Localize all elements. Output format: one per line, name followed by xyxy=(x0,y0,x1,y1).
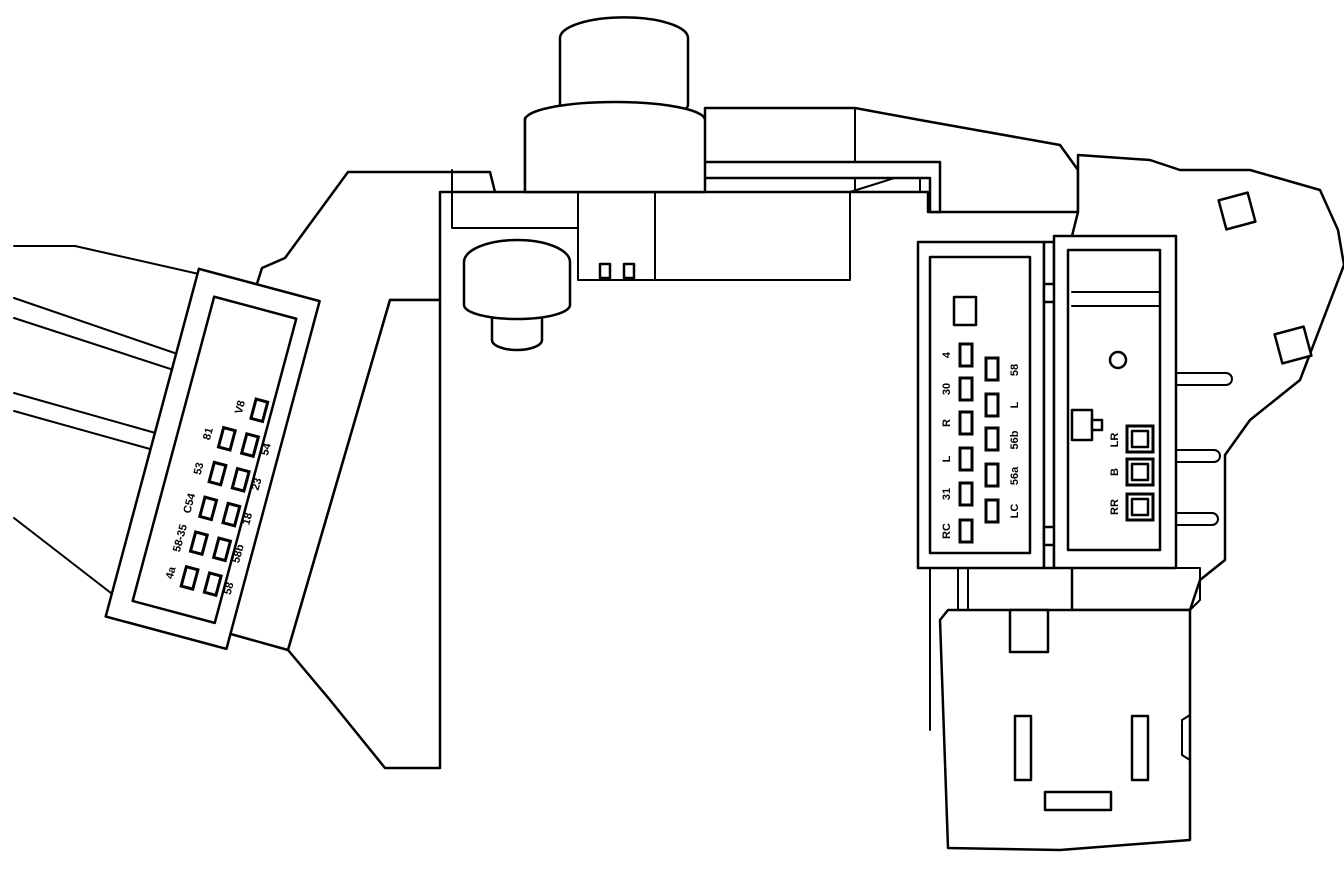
rotary-knob xyxy=(462,238,572,352)
pin-53 xyxy=(207,460,228,487)
central-hub-body xyxy=(150,106,1080,770)
pin-58-35 xyxy=(188,530,210,557)
pin-58 xyxy=(202,571,223,598)
pin-23 xyxy=(230,466,251,493)
pin-81 xyxy=(216,425,238,452)
label-rr: RR xyxy=(1109,499,1121,515)
label-58: 58 xyxy=(222,581,237,596)
label-c54: C54 xyxy=(181,491,198,514)
pin-30 xyxy=(958,376,974,402)
pin-lc xyxy=(984,498,1000,524)
right-connector-pins: 4 58 30 L R 56b L 56a 31 LC RC xyxy=(941,342,1021,544)
side-terminal-pins: LR B RR xyxy=(1109,424,1155,522)
label-4: 4 xyxy=(941,351,953,358)
pin-56a xyxy=(984,462,1000,488)
bottom-right-housing xyxy=(929,567,1192,852)
label-lr: LR xyxy=(1109,433,1121,448)
label-23: 23 xyxy=(250,477,265,492)
pin-31 xyxy=(958,481,974,507)
label-r: R xyxy=(941,419,953,427)
label-54: 54 xyxy=(259,441,274,457)
pin-4 xyxy=(958,342,974,368)
label-rc: RC xyxy=(941,523,953,539)
label-56b: 56b xyxy=(1009,430,1021,449)
pin-l-upper xyxy=(984,392,1000,418)
label-18: 18 xyxy=(240,512,255,527)
label-56a: 56a xyxy=(1009,466,1021,485)
left-connector-module: V8 81 54 53 23 C54 18 58-35 58b 4a 58 xyxy=(104,267,321,651)
pin-54 xyxy=(239,431,261,459)
label-58b: 58b xyxy=(230,543,247,565)
label-58-right: 58 xyxy=(1009,364,1021,376)
label-l-upper: L xyxy=(1009,401,1021,408)
pin-58-right xyxy=(984,356,1000,382)
label-lc: LC xyxy=(1009,504,1021,519)
pin-v8 xyxy=(249,397,270,424)
label-4a: 4a xyxy=(164,565,179,581)
label-53: 53 xyxy=(192,461,207,476)
pin-4a xyxy=(179,564,200,591)
side-terminal-block xyxy=(1052,234,1233,611)
pin-rc xyxy=(958,518,974,544)
pin-c54 xyxy=(197,495,219,522)
pin-56b xyxy=(984,426,1000,452)
pin-l-lower xyxy=(958,446,974,472)
pin-18 xyxy=(221,501,242,528)
label-b: B xyxy=(1109,468,1121,476)
right-connector-housing xyxy=(916,240,1058,570)
label-81: 81 xyxy=(201,426,216,441)
label-31: 31 xyxy=(941,488,953,500)
pin-r xyxy=(958,410,974,436)
label-30: 30 xyxy=(941,383,953,395)
label-l-lower: L xyxy=(941,455,953,462)
label-v8: V8 xyxy=(233,399,248,415)
top-cylinder xyxy=(523,16,707,194)
pin-58b xyxy=(211,536,233,563)
